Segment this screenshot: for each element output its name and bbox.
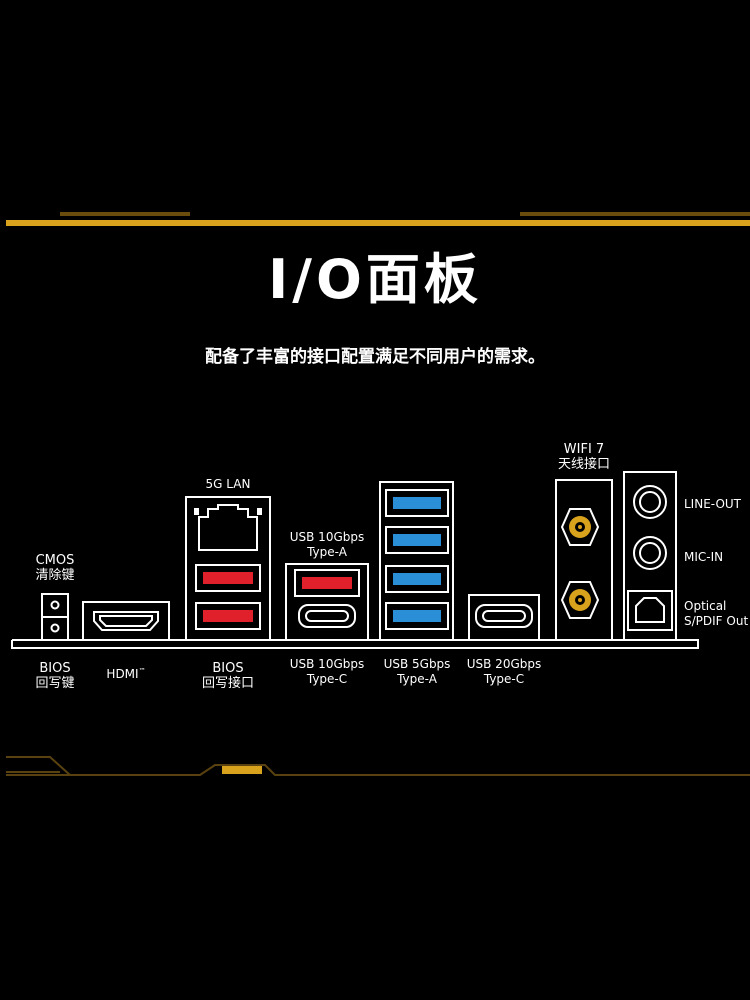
bottom-frame: [6, 756, 750, 776]
bios-flash-port-label-line1: BIOS: [212, 661, 244, 676]
usb10-column: [285, 563, 369, 641]
page-subtitle: 配备了丰富的接口配置满足不同用户的需求。: [205, 347, 545, 367]
hdmi-label: HDMI™: [96, 664, 156, 682]
io-baseplate: [11, 639, 699, 649]
hdmi-port: [82, 601, 170, 641]
mic-in-label: MIC-IN: [684, 550, 724, 564]
usb5a-label-line2: Type-A: [397, 672, 437, 686]
usb20c-label: USB 20Gbps Type-C: [462, 657, 546, 687]
optical-label-line1: Optical: [684, 599, 727, 613]
usb10c-label: USB 10Gbps Type-C: [282, 657, 372, 687]
usb5-column: [379, 481, 454, 641]
hdmi-label-text: HDMI: [106, 667, 139, 681]
usb10a-label: USB 10Gbps Type-A: [282, 530, 372, 560]
usb20c-label-line1: USB 20Gbps: [466, 657, 542, 671]
usb10a-label-line1: USB 10Gbps: [289, 530, 365, 544]
usb20-column: [468, 594, 540, 641]
cmos-label-line2: 清除键: [35, 568, 75, 583]
wifi-label-line1: WIFI 7: [563, 442, 605, 457]
cmos-label-line1: CMOS: [35, 553, 75, 568]
optical-label: Optical S/PDIF Out: [684, 599, 748, 629]
bios-flash-port-label: BIOS 回写接口: [186, 661, 270, 691]
page-title: I/O面板: [268, 248, 482, 311]
wifi-label: WIFI 7 天线接口: [544, 442, 624, 472]
bios-flash-button-label-line2: 回写键: [35, 676, 75, 691]
usb5a-label: USB 5Gbps Type-A: [375, 657, 459, 687]
top-gold-divider: [6, 212, 750, 226]
wifi-label-line2: 天线接口: [557, 457, 610, 472]
cmos-bios-buttons: [41, 593, 69, 641]
usb10c-label-line2: Type-C: [306, 672, 348, 686]
usb10a-label-line2: Type-A: [307, 545, 347, 559]
optical-label-line2: S/PDIF Out: [684, 614, 749, 628]
usb5a-label-line1: USB 5Gbps: [383, 657, 451, 671]
hdmi-trademark: ™: [138, 667, 146, 675]
lan-label: 5G LAN: [205, 477, 251, 491]
bottom-gold-accent: [222, 766, 262, 774]
wifi-antenna-column: [555, 479, 613, 641]
bios-flash-button-label-line1: BIOS: [39, 661, 71, 676]
lan-column: [185, 496, 271, 641]
usb20c-label-line2: Type-C: [483, 672, 525, 686]
usb10c-label-line1: USB 10Gbps: [289, 657, 365, 671]
cmos-label: CMOS 清除键: [20, 553, 90, 583]
bios-flash-port-label-line2: 回写接口: [201, 676, 254, 691]
line-out-label: LINE-OUT: [684, 497, 742, 511]
bios-flash-button-label: BIOS 回写键: [20, 661, 90, 691]
audio-column: [623, 471, 677, 641]
